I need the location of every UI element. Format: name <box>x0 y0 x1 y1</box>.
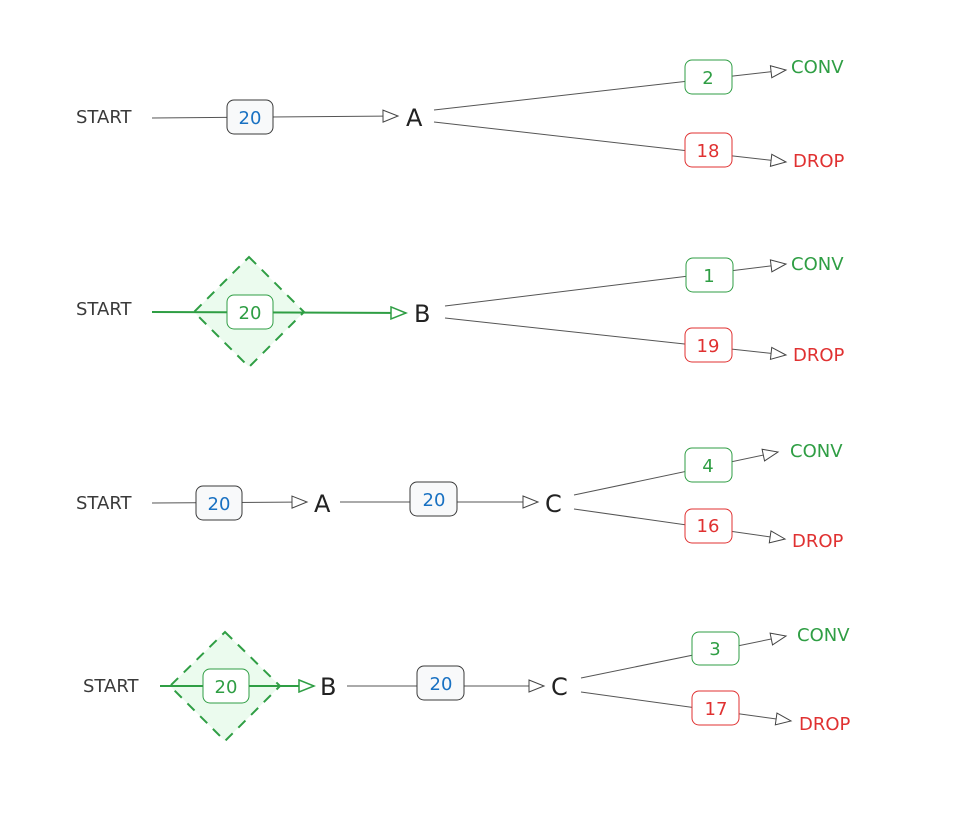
svg-text:20: 20 <box>208 494 231 515</box>
drop-count-box: 16 <box>684 508 733 544</box>
svg-text:3: 3 <box>709 639 720 660</box>
svg-text:20: 20 <box>239 303 262 324</box>
edge-to-conv <box>580 632 788 679</box>
count-box: 20 <box>226 99 274 135</box>
svg-text:4: 4 <box>702 456 713 477</box>
edge-start-to-a <box>151 109 400 123</box>
drop-count-box: 18 <box>684 132 733 168</box>
flow-row-2: START 20 B 1 19 CONV DROP <box>76 254 845 369</box>
drop-label: DROP <box>792 531 844 552</box>
start-label: START <box>83 676 140 697</box>
svg-text:20: 20 <box>430 674 453 695</box>
count-box: 20 <box>416 665 465 701</box>
flow-row-1: START 20 A 2 18 CONV DROP <box>76 57 845 172</box>
conv-count-box: 3 <box>691 631 740 666</box>
flow-row-3: START 20 A 20 C 4 16 CONV DROP <box>76 441 844 552</box>
flow-row-4: START 20 B 20 C 3 17 CONV DROP <box>83 625 851 743</box>
node-b: B <box>320 673 336 701</box>
conv-count-box: 2 <box>684 59 733 95</box>
svg-text:18: 18 <box>697 141 720 162</box>
edge-to-drop <box>580 691 793 726</box>
svg-text:16: 16 <box>697 516 720 537</box>
node-b: B <box>414 300 430 328</box>
svg-text:19: 19 <box>697 336 720 357</box>
edge-to-conv <box>573 448 780 496</box>
edge-to-drop <box>433 121 788 167</box>
count-box: 20 <box>202 668 250 704</box>
svg-text:20: 20 <box>423 490 446 511</box>
drop-label: DROP <box>793 345 845 366</box>
drop-count-box: 19 <box>684 327 733 363</box>
start-label: START <box>76 299 133 320</box>
conv-label: CONV <box>791 254 844 275</box>
svg-text:2: 2 <box>702 68 713 89</box>
edge-to-drop <box>573 508 787 544</box>
node-c: C <box>551 673 568 701</box>
svg-text:20: 20 <box>239 108 262 129</box>
conv-count-box: 1 <box>685 257 734 293</box>
count-box: 20 <box>226 294 274 330</box>
drop-label: DROP <box>799 714 851 735</box>
edge-to-conv <box>444 259 788 307</box>
edge-start-to-b <box>151 312 406 313</box>
node-a: A <box>406 104 423 132</box>
conv-label: CONV <box>797 625 850 646</box>
count-box: 20 <box>195 485 243 521</box>
edge-to-drop <box>444 317 788 361</box>
svg-text:20: 20 <box>215 677 238 698</box>
edge-to-conv <box>433 65 788 111</box>
drop-count-box: 17 <box>691 690 740 726</box>
svg-text:17: 17 <box>705 699 728 720</box>
conv-label: CONV <box>791 57 844 78</box>
start-label: START <box>76 107 133 128</box>
node-c: C <box>545 490 562 518</box>
node-a: A <box>314 490 331 518</box>
conv-count-box: 4 <box>684 447 733 483</box>
conv-label: CONV <box>790 441 843 462</box>
drop-label: DROP <box>793 151 845 172</box>
count-box: 20 <box>409 481 458 517</box>
start-label: START <box>76 493 133 514</box>
svg-text:1: 1 <box>703 266 714 287</box>
